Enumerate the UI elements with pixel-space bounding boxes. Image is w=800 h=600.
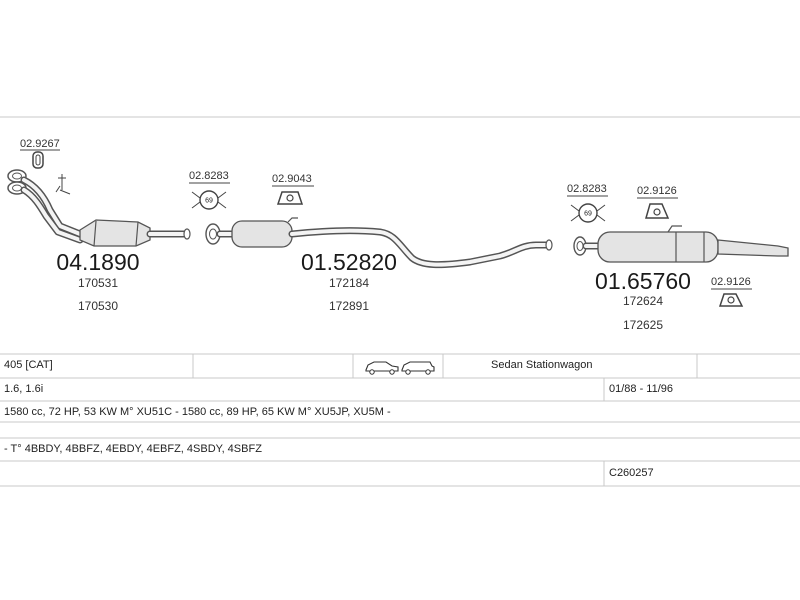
engine-cell: 1.6, 1.6i xyxy=(4,383,44,395)
rear-silencer-body xyxy=(597,231,719,263)
catalyst-part[interactable] xyxy=(7,169,191,247)
rear-silencer-part-number: 01.65760 xyxy=(595,268,691,294)
clamp-middle-icon xyxy=(199,190,219,210)
clamp-rear-icon xyxy=(578,203,598,223)
svg-text:69: 69 xyxy=(205,198,213,205)
body-types-cell: Sedan Stationwagon xyxy=(491,359,593,371)
specs-cell: 1580 cc, 72 HP, 53 KW M° XU51C - 1580 cc… xyxy=(4,406,391,418)
rear-tailpipe xyxy=(717,239,789,257)
station-wagon-car-icon xyxy=(401,361,435,375)
hanger-rear-top-part[interactable]: 02.9126 xyxy=(637,185,678,219)
rear-silencer-part[interactable] xyxy=(573,225,789,263)
rear-silencer-ref-2: 172625 xyxy=(623,318,663,332)
code-cell: C260257 xyxy=(609,467,654,479)
catalyst-ref-2: 170530 xyxy=(78,299,118,313)
middle-silencer-part[interactable] xyxy=(205,217,553,269)
middle-silencer-ref-2: 172891 xyxy=(329,299,369,313)
catalyst-ref-1: 170531 xyxy=(78,276,118,290)
info-table-grid xyxy=(0,353,800,487)
hanger-middle-part[interactable]: 02.9043 xyxy=(272,173,314,205)
rear-hanger-hook xyxy=(667,225,682,233)
hanger-middle-part-number: 02.9043 xyxy=(272,173,312,185)
catalyst-body xyxy=(79,219,151,247)
hanger-middle-icon xyxy=(276,191,304,205)
clamp-middle-part-number: 02.8283 xyxy=(189,170,229,182)
hanger-rear-bottom-part[interactable]: 02.9126 xyxy=(711,276,752,307)
period-cell: 01/88 - 11/96 xyxy=(609,383,674,395)
rear-silencer-ref-1: 172624 xyxy=(623,294,663,308)
gasket-icon xyxy=(32,151,44,169)
middle-silencer-ref-1: 172184 xyxy=(329,276,369,290)
clamp-rear-part[interactable]: 02.8283 69 xyxy=(567,183,608,223)
types-cell: - T° 4BBDY, 4BBFZ, 4EBDY, 4EBFZ, 4SBDY, … xyxy=(4,443,262,455)
gasket-part-number: 02.9267 xyxy=(20,138,60,150)
middle-hanger-hook xyxy=(287,217,298,223)
hanger-rear-top-part-number: 02.9126 xyxy=(637,185,677,197)
middle-silencer-part-number: 01.52820 xyxy=(301,249,397,275)
clamp-rear-part-number: 02.8283 xyxy=(567,183,607,195)
catalyst-part-number: 04.1890 xyxy=(56,249,139,275)
clamp-middle-part[interactable]: 02.8283 69 xyxy=(189,170,230,210)
gasket-part[interactable]: 02.9267 xyxy=(20,138,60,169)
middle-silencer-body xyxy=(231,220,293,248)
hanger-rear-bottom-part-number: 02.9126 xyxy=(711,276,751,288)
hanger-rear-top-icon xyxy=(645,203,670,219)
svg-text:69: 69 xyxy=(584,211,592,218)
hanger-rear-bottom-icon xyxy=(718,293,744,307)
sensor-stud-icon xyxy=(55,174,71,195)
sedan-car-icon xyxy=(365,361,399,375)
model-cell: 405 [CAT] xyxy=(4,359,53,371)
